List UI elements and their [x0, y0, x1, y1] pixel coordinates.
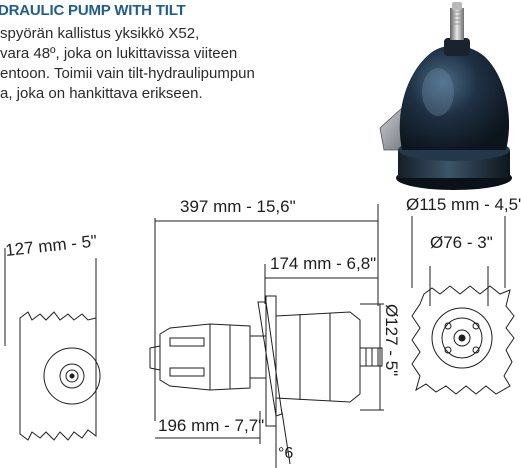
description-line-1: spyörän kallistus yksikkö X52, [0, 25, 200, 42]
description-line-2: vara 48º, joka on lukittavissa viiteen [0, 45, 238, 62]
side-view-drawing [149, 204, 384, 468]
front-length-label: 196 mm - 7,7" [158, 416, 264, 435]
tilt-angle-label: °6 [278, 445, 293, 462]
hydraulic-pump-photo-icon [379, 2, 512, 190]
rear-view-drawing [4, 248, 101, 441]
description-line-4: a, joka on hankittava erikseen. [0, 85, 203, 102]
overall-length-label: 397 mm - 15,6" [180, 197, 296, 216]
description-line-3: entoon. Toimii vain tilt-hydraulipumpun [0, 65, 255, 82]
product-heading: DRAULIC PUMP WITH TILT [0, 2, 186, 19]
product-description: spyörän kallistus yksikkö X52, vara 48º,… [0, 24, 350, 104]
inner-diameter-label: Ø76 - 3" [430, 233, 493, 252]
body-length-label: 174 mm - 6,8" [270, 254, 376, 273]
rear-width-label: 127 mm - 5" [4, 231, 97, 260]
front-view-drawing [411, 216, 515, 395]
flange-diameter-label: Ø115 mm - 4,5" [406, 195, 521, 214]
body-diameter-label: Ø127 - 5" [382, 304, 401, 376]
technical-drawing: 397 mm - 15,6" 174 mm - 6,8" Ø127 - 5" 1… [4, 195, 521, 468]
